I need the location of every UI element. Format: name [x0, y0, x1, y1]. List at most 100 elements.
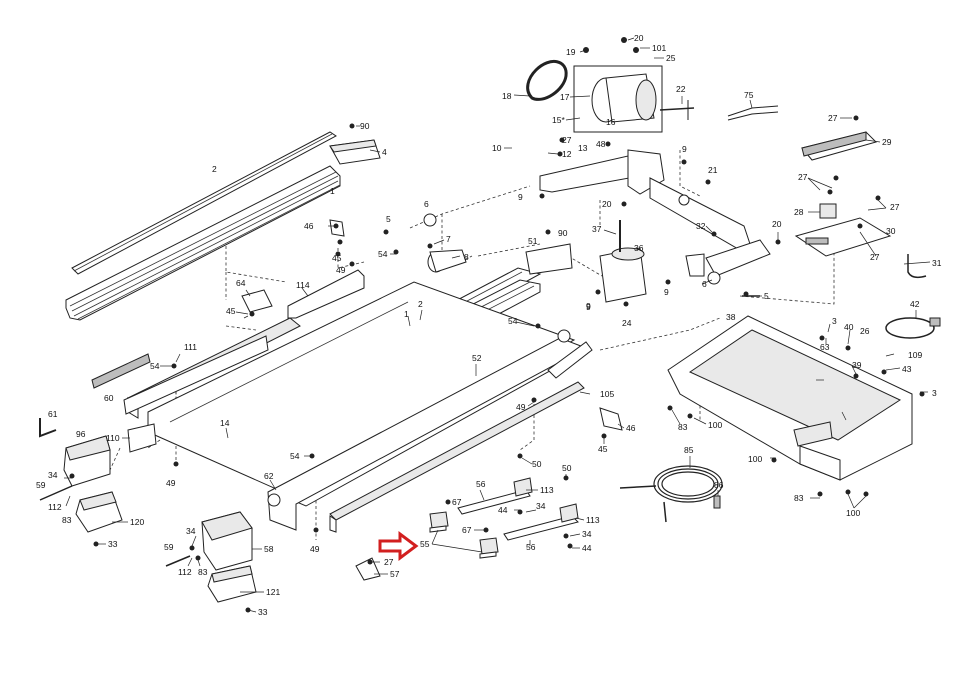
callout-leaders	[64, 37, 931, 613]
bracket-56-lower	[503, 503, 579, 541]
side-rail-top-assembly	[65, 131, 341, 321]
callout: 101	[652, 43, 666, 53]
callout: 33	[258, 607, 268, 617]
callout: 46	[626, 423, 636, 433]
callout: 14	[220, 418, 230, 428]
callout: 27	[890, 202, 900, 212]
callout: 6	[702, 279, 707, 289]
callout: 59	[164, 542, 174, 552]
roller-6	[423, 213, 437, 227]
callout: 9	[664, 287, 669, 297]
bracket-57	[355, 557, 381, 581]
transformer-28	[819, 203, 837, 219]
isolator-55	[429, 511, 499, 559]
callout: 45	[226, 306, 236, 316]
bracket-51	[525, 243, 573, 275]
callout: 121	[266, 587, 280, 597]
callout: 25	[666, 53, 676, 63]
callout-labels: 20 19 101 25 18 17 22 75 15* 16 27 29 90…	[36, 33, 942, 617]
callout: 6	[424, 199, 429, 209]
callout: 34	[582, 529, 592, 539]
callout: 5	[386, 214, 391, 224]
callout: 20	[602, 199, 612, 209]
callout: 57	[390, 569, 400, 579]
fasteners	[39, 100, 925, 613]
callout: 100	[846, 508, 860, 518]
callout: 5	[764, 291, 769, 301]
callout: 20	[634, 33, 644, 43]
callout: 54	[290, 451, 300, 461]
callout: 38	[726, 312, 736, 322]
callout: 1	[404, 309, 409, 319]
callout: 8	[464, 252, 469, 262]
callout: 50	[562, 463, 572, 473]
callout: 20	[772, 219, 782, 229]
callout: 2	[212, 164, 217, 174]
callout: 42	[910, 299, 920, 309]
callout: 31	[932, 258, 942, 268]
callout: 12	[562, 149, 572, 159]
wire-31	[907, 254, 927, 279]
callout: 109	[908, 350, 922, 360]
callout: 9	[518, 192, 523, 202]
callout: 44	[582, 543, 592, 553]
callout: 10	[492, 143, 502, 153]
end-cap-110	[127, 423, 157, 453]
callout: 50	[532, 459, 542, 469]
callout: 45	[598, 444, 608, 454]
callout: 110	[106, 433, 120, 443]
callout: 63	[820, 342, 830, 352]
callout: 9	[586, 301, 591, 311]
callout: 3	[932, 388, 937, 398]
callout: 21	[708, 165, 718, 175]
control-board-30	[794, 217, 892, 257]
rear-roller-frame	[267, 329, 593, 533]
callout: 3	[832, 316, 837, 326]
rail-114	[287, 269, 365, 319]
callout: 112	[178, 567, 192, 577]
bracket-56-upper	[457, 477, 533, 515]
callout: 75	[744, 90, 754, 100]
callout: 46	[304, 221, 314, 231]
callout: 54	[378, 249, 388, 259]
callout: 27	[798, 172, 808, 182]
callout: 51	[528, 236, 538, 246]
callout: 2	[418, 299, 423, 309]
callout: 90	[558, 228, 568, 238]
base-pan-38	[667, 315, 913, 481]
callout: 45	[332, 253, 342, 263]
wire-harness-75	[727, 105, 779, 121]
rear-foot-left-96	[63, 435, 123, 533]
callout: 100	[708, 420, 722, 430]
callout: 9	[586, 302, 591, 312]
callout: 39	[852, 360, 862, 370]
front-roller-8	[427, 249, 467, 273]
callout: 105	[600, 389, 614, 399]
callout: 27	[562, 135, 572, 145]
callout: 83	[794, 493, 804, 503]
callout: 16	[606, 117, 616, 127]
callout: 60	[104, 393, 114, 403]
callout: 49	[310, 544, 320, 554]
callout: 22	[676, 84, 686, 94]
callout: 55	[420, 539, 430, 549]
bracket-46-right	[599, 407, 623, 431]
bracket-64	[241, 289, 273, 313]
callout: 85	[684, 445, 694, 455]
callout: 34	[186, 526, 196, 536]
cord-42	[885, 317, 941, 339]
callout: 4	[382, 147, 387, 157]
callout: 59	[36, 480, 46, 490]
callout: 62	[264, 471, 274, 481]
callout: 56	[526, 542, 536, 552]
callout: 27	[870, 252, 880, 262]
strip-60	[91, 353, 151, 389]
callout: 15*	[552, 115, 565, 125]
callout: 113	[586, 515, 600, 525]
callout: 37	[592, 224, 602, 234]
callout: 83	[198, 567, 208, 577]
callout: 61	[48, 409, 58, 419]
motor-assembly	[526, 37, 695, 133]
rear-foot-right-58	[201, 511, 257, 603]
callout: 56	[476, 479, 486, 489]
